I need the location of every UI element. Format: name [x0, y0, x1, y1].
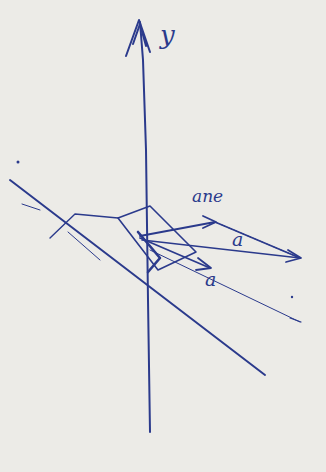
vector-label: a [232, 230, 243, 249]
block-outline [50, 214, 118, 238]
arrowhead [196, 258, 211, 270]
vector-line [140, 222, 300, 258]
vector-label: a [205, 270, 216, 289]
y-axis [140, 22, 150, 432]
vector-line [142, 240, 300, 258]
axis-label: y [160, 22, 175, 48]
vector-line [140, 238, 210, 268]
axis-arrowhead [126, 20, 150, 56]
guide-line [150, 250, 300, 322]
incline [10, 180, 265, 375]
arrowhead [203, 216, 216, 228]
dot [17, 161, 20, 164]
vector-label: aпе [192, 188, 223, 205]
arrowhead [290, 318, 301, 322]
guide-line [215, 222, 300, 258]
dot [291, 296, 293, 298]
guide-line [22, 204, 100, 260]
